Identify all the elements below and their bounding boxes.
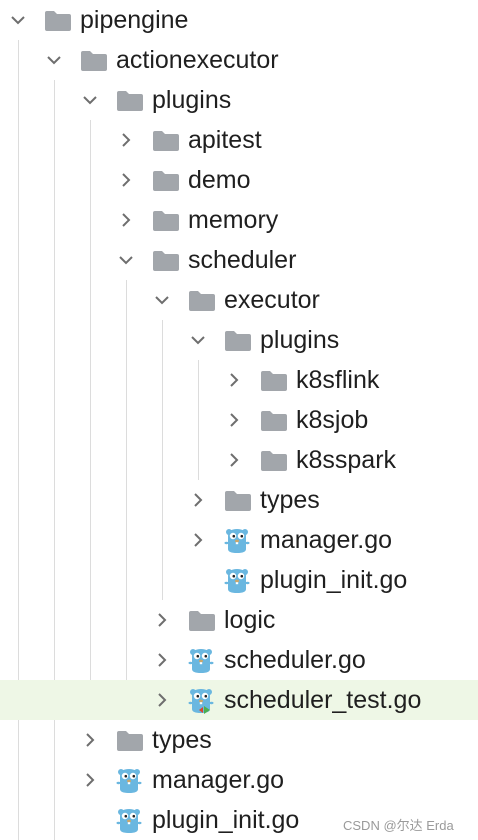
tree-row[interactable]: manager.go: [0, 520, 478, 560]
chevron-right-icon[interactable]: [224, 370, 244, 390]
chevron-down-icon[interactable]: [80, 90, 100, 110]
indent-guide: [198, 360, 199, 480]
tree-row[interactable]: k8sspark: [0, 440, 478, 480]
folder-icon: [188, 610, 216, 637]
tree-item-label: logic: [224, 606, 276, 634]
tree-item-label: scheduler.go: [224, 646, 366, 674]
go-gopher-icon: [116, 766, 142, 799]
chevron-right-icon[interactable]: [152, 650, 172, 670]
folder-icon: [116, 730, 144, 757]
folder-icon: [224, 490, 252, 517]
chevron-right-icon[interactable]: [152, 610, 172, 630]
folder-icon: [152, 130, 180, 157]
folder-icon: [152, 170, 180, 197]
indent-guide: [54, 80, 55, 840]
indent-guide: [90, 120, 91, 720]
tree-item-label: plugins: [152, 86, 232, 114]
folder-icon: [152, 210, 180, 237]
folder-icon: [80, 50, 108, 77]
tree-row[interactable]: scheduler_test.go: [0, 680, 478, 720]
tree-row[interactable]: apitest: [0, 120, 478, 160]
chevron-down-icon[interactable]: [188, 330, 208, 350]
chevron-right-icon[interactable]: [116, 170, 136, 190]
tree-row[interactable]: actionexecutor: [0, 40, 478, 80]
folder-icon: [152, 250, 180, 277]
tree-item-label: manager.go: [152, 766, 285, 794]
chevron-right-icon[interactable]: [116, 130, 136, 150]
chevron-right-icon[interactable]: [80, 770, 100, 790]
tree-item-label: scheduler: [188, 246, 297, 274]
chevron-right-icon[interactable]: [152, 690, 172, 710]
tree-row[interactable]: executor: [0, 280, 478, 320]
tree-item-label: apitest: [188, 126, 262, 154]
go-gopher-icon: [188, 646, 214, 679]
chevron-right-icon[interactable]: [224, 450, 244, 470]
folder-icon: [260, 370, 288, 397]
chevron-down-icon[interactable]: [44, 50, 64, 70]
tree-row[interactable]: memory: [0, 200, 478, 240]
tree-row[interactable]: scheduler.go: [0, 640, 478, 680]
chevron-down-icon[interactable]: [8, 10, 28, 30]
go-gopher-test-icon: [188, 686, 214, 719]
tree-item-label: types: [152, 726, 212, 754]
indent-guide: [18, 40, 19, 840]
chevron-down-icon[interactable]: [152, 290, 172, 310]
tree-row[interactable]: logic: [0, 600, 478, 640]
tree-item-label: demo: [188, 166, 251, 194]
tree-row[interactable]: k8sjob: [0, 400, 478, 440]
tree-item-label: plugins: [260, 326, 340, 354]
tree-item-label: executor: [224, 286, 320, 314]
tree-row[interactable]: manager.go: [0, 760, 478, 800]
tree-row[interactable]: pipengine: [0, 0, 478, 40]
tree-item-label: manager.go: [260, 526, 393, 554]
tree-item-label: scheduler_test.go: [224, 686, 422, 714]
folder-icon: [260, 450, 288, 477]
chevron-right-icon[interactable]: [224, 410, 244, 430]
go-gopher-icon: [224, 526, 250, 559]
chevron-right-icon[interactable]: [188, 490, 208, 510]
tree-row[interactable]: demo: [0, 160, 478, 200]
folder-icon: [44, 10, 72, 37]
tree-row[interactable]: types: [0, 480, 478, 520]
watermark: CSDN @尔达 Erda: [343, 818, 454, 833]
indent-guide: [162, 320, 163, 600]
tree-row[interactable]: plugin_init.go: [0, 560, 478, 600]
folder-icon: [224, 330, 252, 357]
tree-row[interactable]: plugins: [0, 80, 478, 120]
folder-icon: [260, 410, 288, 437]
tree-row[interactable]: scheduler: [0, 240, 478, 280]
tree-row[interactable]: plugins: [0, 320, 478, 360]
tree-item-label: plugin_init.go: [260, 566, 408, 594]
tree-item-label: plugin_init.go: [152, 806, 300, 834]
indent-guide: [126, 280, 127, 720]
tree-item-label: k8sflink: [296, 366, 380, 394]
tree-item-label: memory: [188, 206, 279, 234]
tree-item-label: actionexecutor: [116, 46, 279, 74]
chevron-down-icon[interactable]: [116, 250, 136, 270]
chevron-right-icon[interactable]: [116, 210, 136, 230]
chevron-right-icon[interactable]: [80, 730, 100, 750]
folder-icon: [116, 90, 144, 117]
tree-item-label: pipengine: [80, 6, 189, 34]
tree-row[interactable]: types: [0, 720, 478, 760]
tree-row[interactable]: plugin_init.go: [0, 800, 478, 840]
chevron-right-icon[interactable]: [188, 530, 208, 550]
go-gopher-icon: [116, 806, 142, 839]
tree-item-label: k8sspark: [296, 446, 397, 474]
tree-item-label: k8sjob: [296, 406, 369, 434]
tree-item-label: types: [260, 486, 320, 514]
go-gopher-icon: [224, 566, 250, 599]
tree-row[interactable]: k8sflink: [0, 360, 478, 400]
folder-icon: [188, 290, 216, 317]
